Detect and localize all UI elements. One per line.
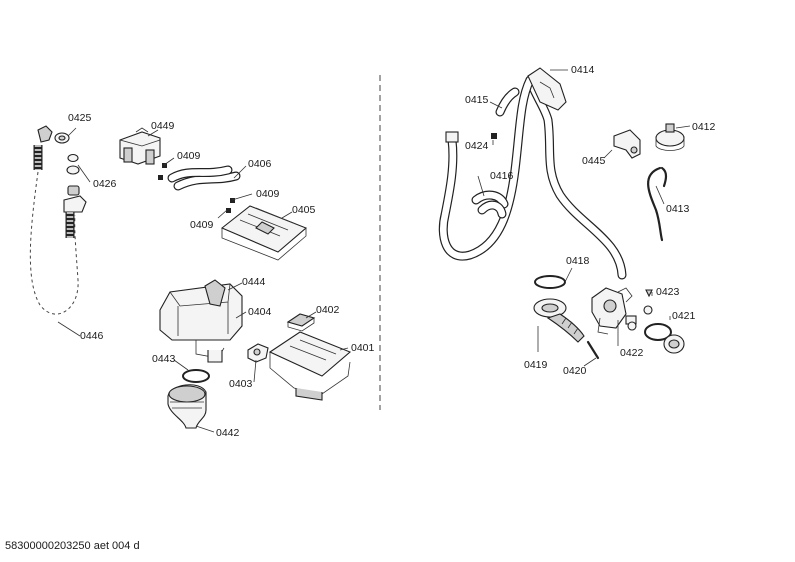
part-0406-hoses[interactable]: [167, 165, 241, 191]
part-0421-pump-filter[interactable]: [644, 323, 685, 354]
part-0409-clips[interactable]: [158, 163, 235, 213]
part-0416-y-connector[interactable]: [471, 190, 509, 219]
part-0424-clip[interactable]: [491, 133, 497, 139]
label-0445: 0445: [582, 155, 606, 167]
label-0444: 0444: [242, 276, 266, 288]
label-0442: 0442: [216, 427, 240, 439]
label-0401: 0401: [351, 342, 375, 354]
label-0409a: 0409: [177, 150, 201, 162]
part-0405-dispenser-lid[interactable]: [220, 205, 308, 261]
label-0425: 0425: [68, 112, 92, 124]
label-0423: 0423: [656, 286, 680, 298]
label-0414: 0414: [571, 64, 595, 76]
part-0401-detergent-drawer[interactable]: [268, 331, 352, 401]
part-0446-inlet-hose[interactable]: [29, 125, 87, 315]
label-0409c: 0409: [190, 219, 214, 231]
part-0442-bellows[interactable]: [167, 384, 207, 429]
leader-lines-left: [57, 127, 349, 433]
leader-lines-right: [477, 69, 691, 367]
part-0425-washer[interactable]: [54, 132, 70, 144]
label-0406: 0406: [248, 158, 272, 170]
part-0402-siphon-cap[interactable]: [286, 313, 316, 332]
part-0418-hose-clamp[interactable]: [534, 275, 566, 289]
part-0404-nozzle[interactable]: [247, 343, 269, 363]
label-0409b: 0409: [256, 188, 280, 200]
label-0420: 0420: [563, 365, 587, 377]
label-0415: 0415: [465, 94, 489, 106]
label-0422: 0422: [620, 347, 644, 359]
label-0424: 0424: [465, 140, 489, 152]
part-0422-drain-pump[interactable]: [591, 287, 637, 335]
part-0412-pressure-switch[interactable]: [655, 123, 685, 151]
part-0413-pressure-hose[interactable]: [647, 166, 668, 242]
part-0423-seals[interactable]: [627, 289, 653, 331]
label-0403: 0403: [229, 378, 253, 390]
part-0445-sensor-bracket[interactable]: [613, 129, 641, 159]
label-0418: 0418: [566, 255, 590, 267]
part-0443-hose-clamp[interactable]: [182, 369, 210, 383]
label-0405: 0405: [292, 204, 316, 216]
label-0426: 0426: [93, 178, 117, 190]
label-0419: 0419: [524, 359, 548, 371]
part-0419-drain-bellows[interactable]: [533, 298, 585, 343]
part-0449-inlet-valve[interactable]: [119, 127, 161, 165]
part-0444-dispenser-housing[interactable]: [159, 279, 243, 363]
label-0412: 0412: [692, 121, 716, 133]
part-0414-main-hose[interactable]: [438, 67, 627, 280]
part-0420-small-hose[interactable]: [586, 340, 600, 360]
diagram-reference-code: 58300000203250 aet 004 d: [5, 540, 140, 552]
label-0416: 0416: [490, 170, 514, 182]
part-0426-rings[interactable]: [66, 153, 80, 196]
label-0402: 0402: [316, 304, 340, 316]
label-0443: 0443: [152, 353, 176, 365]
label-0413: 0413: [666, 203, 690, 215]
label-0449: 0449: [151, 120, 175, 132]
part-0415-vent-tube[interactable]: [495, 87, 520, 117]
part-labels: 0425 0426 0446 0449 0409 0406 0409 0409 …: [68, 64, 716, 439]
label-0421: 0421: [672, 310, 696, 322]
label-0404: 0404: [248, 306, 272, 318]
label-0446: 0446: [80, 330, 104, 342]
